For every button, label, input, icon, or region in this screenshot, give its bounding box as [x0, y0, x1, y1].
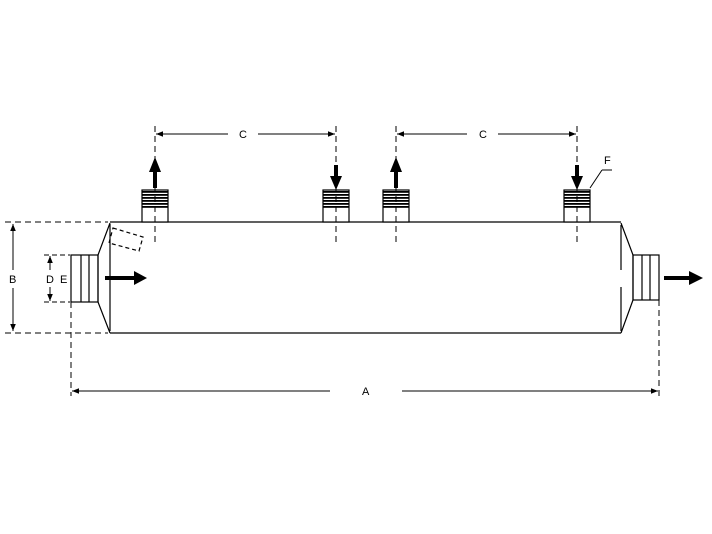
label-d: D [46, 274, 54, 286]
outlet-fitting [632, 254, 660, 301]
label-a: A [362, 386, 370, 398]
label-c-1: C [239, 129, 247, 141]
shell-body [97, 221, 634, 334]
label-b: B [9, 274, 16, 286]
f-leader-line [589, 169, 603, 189]
dimension-a [70, 300, 660, 396]
label-f: F [604, 155, 611, 167]
dimension-d [44, 254, 70, 303]
hidden-port [108, 227, 144, 252]
label-c-2: C [479, 129, 487, 141]
label-e: E [60, 274, 67, 286]
dimension-b [5, 221, 108, 334]
inlet-fitting [70, 254, 99, 303]
